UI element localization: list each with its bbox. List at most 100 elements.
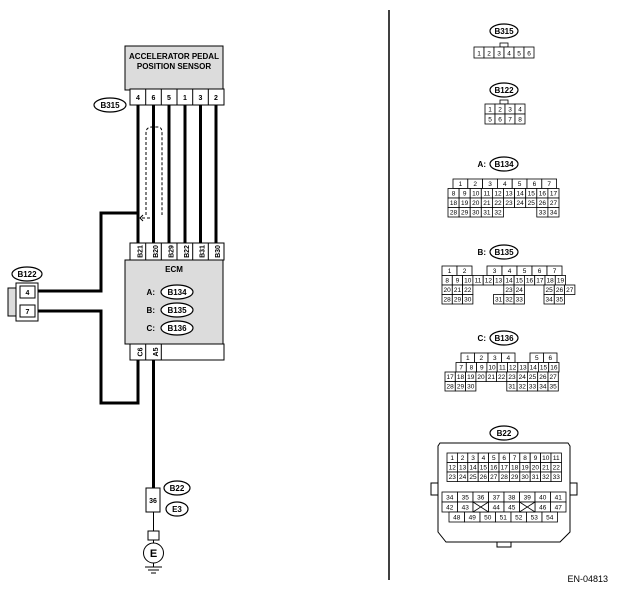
terminal-number: 18 xyxy=(457,374,465,381)
terminal-number: 6 xyxy=(498,117,502,124)
terminal-number: 21 xyxy=(488,374,496,381)
terminal-number: 7 xyxy=(553,268,557,275)
terminal-number: 38 xyxy=(508,495,516,502)
terminal-number: 35 xyxy=(462,495,470,502)
terminal-number: 21 xyxy=(542,465,550,472)
ecm-connector-prefix: B: xyxy=(147,306,155,315)
terminal-number: 34 xyxy=(539,384,547,391)
terminal-number: 30 xyxy=(467,384,475,391)
terminal-number: 54 xyxy=(546,515,554,522)
terminal-number: 21 xyxy=(483,200,491,207)
terminal-number: 22 xyxy=(498,374,506,381)
terminal-number: 7 xyxy=(508,117,512,124)
terminal-number: 14 xyxy=(469,465,477,472)
terminal-number: 17 xyxy=(536,278,544,285)
terminal-number: 34 xyxy=(550,210,558,217)
terminal-number: 32 xyxy=(505,297,513,304)
ecm-bottom-pin: C6 xyxy=(137,347,144,356)
terminal-number: 19 xyxy=(557,278,565,285)
terminal-number: 43 xyxy=(462,505,470,512)
terminal-number: 7 xyxy=(513,455,517,462)
connector-view-label-oval xyxy=(489,82,519,98)
terminal-number: 1 xyxy=(477,51,481,58)
terminal-number: 33 xyxy=(529,384,537,391)
ecm-connector-prefix: C: xyxy=(147,324,155,333)
terminal-number: 7 xyxy=(459,365,463,372)
ecm-bottom-pin: A5 xyxy=(153,347,160,356)
terminal-number: 13 xyxy=(495,278,503,285)
terminal-number: 31 xyxy=(495,297,503,304)
terminal-number: 33 xyxy=(553,474,561,481)
terminal-cell xyxy=(541,511,558,523)
terminal-number: 4 xyxy=(506,355,510,362)
terminal-number: 6 xyxy=(548,355,552,362)
terminal-number: 50 xyxy=(484,515,492,522)
terminal-number: 18 xyxy=(511,465,519,472)
terminal-number: 3 xyxy=(493,268,497,275)
terminal-number: 45 xyxy=(508,505,516,512)
connector-view-label-oval xyxy=(489,23,519,39)
terminal-number: 2 xyxy=(473,181,477,188)
terminal-number: 26 xyxy=(480,474,488,481)
terminal-number: 1 xyxy=(448,268,452,275)
terminal-number: 15 xyxy=(480,465,488,472)
terminal-number: 15 xyxy=(516,278,524,285)
ecm-connector-prefix: A: xyxy=(147,288,155,297)
terminal-number: 20 xyxy=(444,287,452,294)
terminal-number: 6 xyxy=(502,455,506,462)
terminal-number: 30 xyxy=(521,474,529,481)
terminal-number: 22 xyxy=(494,200,502,207)
terminal-number: 4 xyxy=(507,51,511,58)
terminal-number: 11 xyxy=(483,191,490,198)
terminal-number: 8 xyxy=(445,278,449,285)
terminal-number: 19 xyxy=(461,200,469,207)
terminal-number: 36 xyxy=(477,495,485,502)
terminal-number: 31 xyxy=(532,474,540,481)
terminal-number: 20 xyxy=(477,374,485,381)
shield-line xyxy=(139,126,163,222)
terminal-number: 10 xyxy=(464,278,472,285)
connector-view-label: B134 xyxy=(494,160,514,169)
ecm-top-pin: B30 xyxy=(215,245,222,258)
terminal-number: 35 xyxy=(556,297,564,304)
terminal-number: 3 xyxy=(488,181,492,188)
terminal-number: 11 xyxy=(553,455,560,462)
terminal-number: 10 xyxy=(488,365,496,372)
terminal-cell xyxy=(550,471,562,482)
terminal-number: 48 xyxy=(453,515,461,522)
terminal-number: 32 xyxy=(542,474,550,481)
terminal-number: 31 xyxy=(508,384,516,391)
connector-view-label-oval xyxy=(489,244,519,260)
terminal-number: 25 xyxy=(528,200,536,207)
svg-text:B315: B315 xyxy=(100,101,120,110)
connector-view-label: B315 xyxy=(494,27,514,36)
terminal-number: 25 xyxy=(469,474,477,481)
terminal-cell xyxy=(514,113,526,125)
accelerator-pedal-position-sensor: ACCELERATOR PEDAL POSITION SENSOR 4 6 5 … xyxy=(124,45,225,106)
terminal-number: 13 xyxy=(505,191,513,198)
terminal-number: 27 xyxy=(550,374,558,381)
terminal-cell xyxy=(462,294,474,305)
terminal-number: 8 xyxy=(518,117,522,124)
terminal-number: 46 xyxy=(539,505,547,512)
terminal-number: 22 xyxy=(464,287,472,294)
terminal-number: 15 xyxy=(528,191,536,198)
terminal-number: 52 xyxy=(515,515,523,522)
terminal-number: 20 xyxy=(472,200,480,207)
terminal-cell xyxy=(491,207,504,218)
terminal-number: 23 xyxy=(508,374,516,381)
terminal-number: 29 xyxy=(457,384,465,391)
ecm-box: B21 B20 B29 B22 B31 B30 ECM A: B134 B: B… xyxy=(124,242,225,361)
terminal-number: 24 xyxy=(519,374,527,381)
terminal-number: 2 xyxy=(487,51,491,58)
terminal-number: 20 xyxy=(532,465,540,472)
terminal-number: 11 xyxy=(499,365,506,372)
terminal-number: 12 xyxy=(485,278,493,285)
terminal-number: 5 xyxy=(517,51,521,58)
terminal-number: 10 xyxy=(472,191,480,198)
terminal-number: 31 xyxy=(483,210,491,217)
